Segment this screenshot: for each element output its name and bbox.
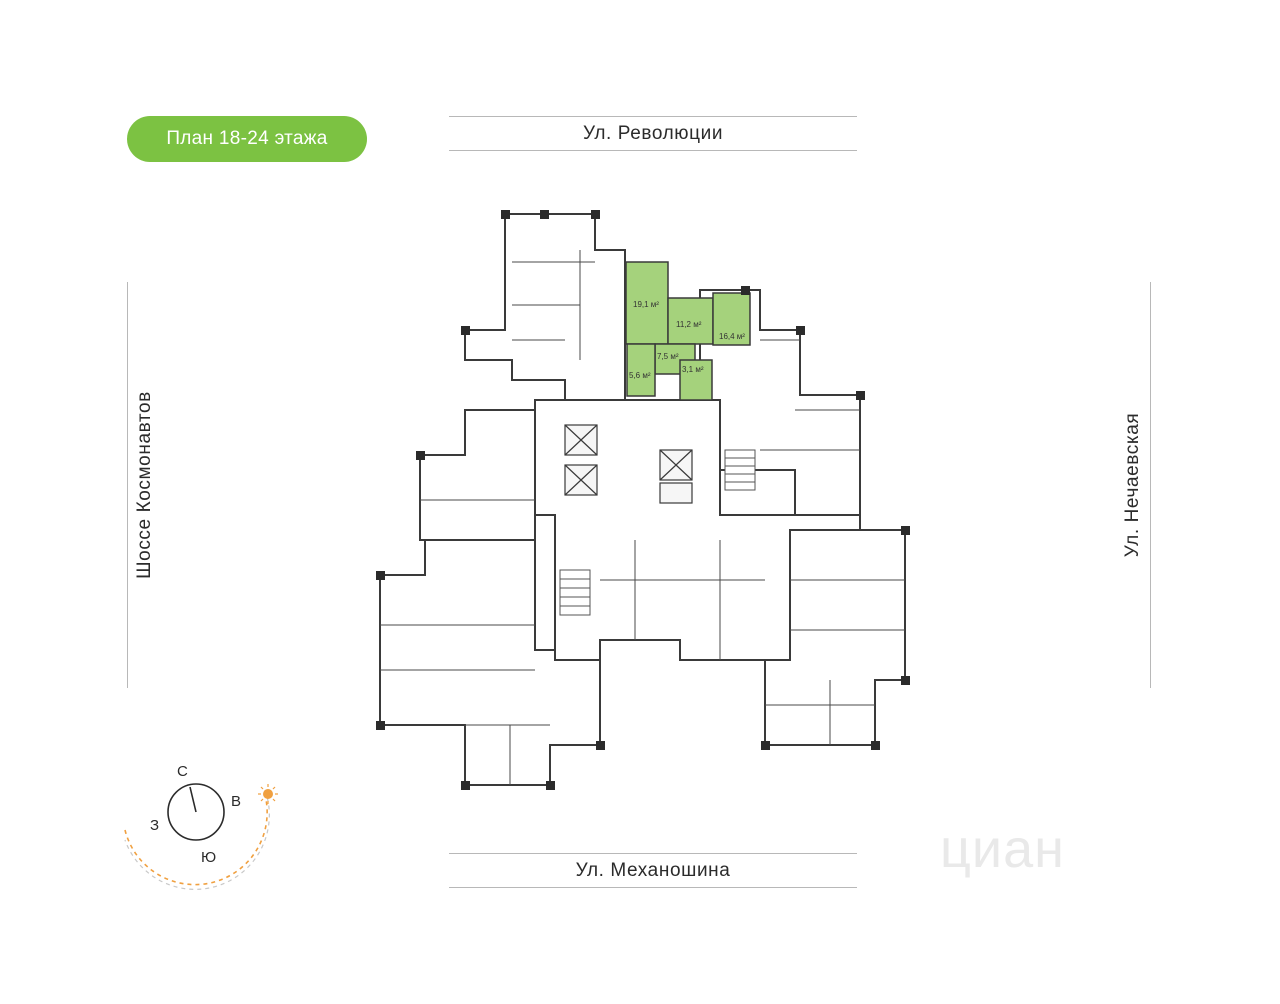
compass-north: С bbox=[177, 763, 188, 780]
watermark: циан bbox=[940, 819, 1065, 879]
compass-east: В bbox=[231, 793, 241, 810]
room-bedroom-1 bbox=[667, 297, 714, 345]
structural-columns bbox=[376, 210, 910, 790]
street-bottom-label: Ул. Механошина bbox=[575, 860, 731, 881]
room-label-1: 19,1 м² bbox=[633, 300, 659, 309]
room-bath bbox=[679, 359, 713, 401]
street-top: Ул. Революции bbox=[449, 116, 857, 151]
sun-path-arc bbox=[124, 789, 270, 890]
street-bottom: Ул. Механошина bbox=[449, 853, 857, 888]
room-kitchen bbox=[626, 343, 656, 397]
room-label-4: 7,5 м² bbox=[657, 352, 679, 361]
room-label-3: 16,4 м² bbox=[719, 332, 745, 341]
room-bedroom-2 bbox=[712, 292, 751, 346]
floor-plan-badge: План 18-24 этажа bbox=[127, 116, 367, 162]
interior-walls bbox=[380, 250, 905, 785]
compass: С В Ю З bbox=[124, 763, 278, 890]
sun-icon bbox=[258, 784, 278, 804]
street-top-label: Ул. Революции bbox=[582, 123, 724, 144]
core-center bbox=[534, 399, 861, 661]
selected-apartment bbox=[625, 261, 751, 401]
street-left-line bbox=[127, 282, 128, 688]
compass-south: Ю bbox=[201, 849, 216, 866]
elevators bbox=[564, 424, 693, 504]
stairs bbox=[559, 449, 756, 616]
street-right-line bbox=[1150, 282, 1151, 688]
room-label-2: 11,2 м² bbox=[676, 320, 702, 329]
room-label-5: 5,6 м² bbox=[629, 371, 651, 380]
room-label-6: 3,1 м² bbox=[682, 365, 704, 374]
wing-north-west bbox=[464, 213, 626, 401]
compass-needle bbox=[189, 786, 197, 813]
compass-west: З bbox=[150, 817, 159, 834]
sun-path-arc-lit bbox=[124, 794, 268, 886]
wing-west bbox=[419, 409, 536, 541]
